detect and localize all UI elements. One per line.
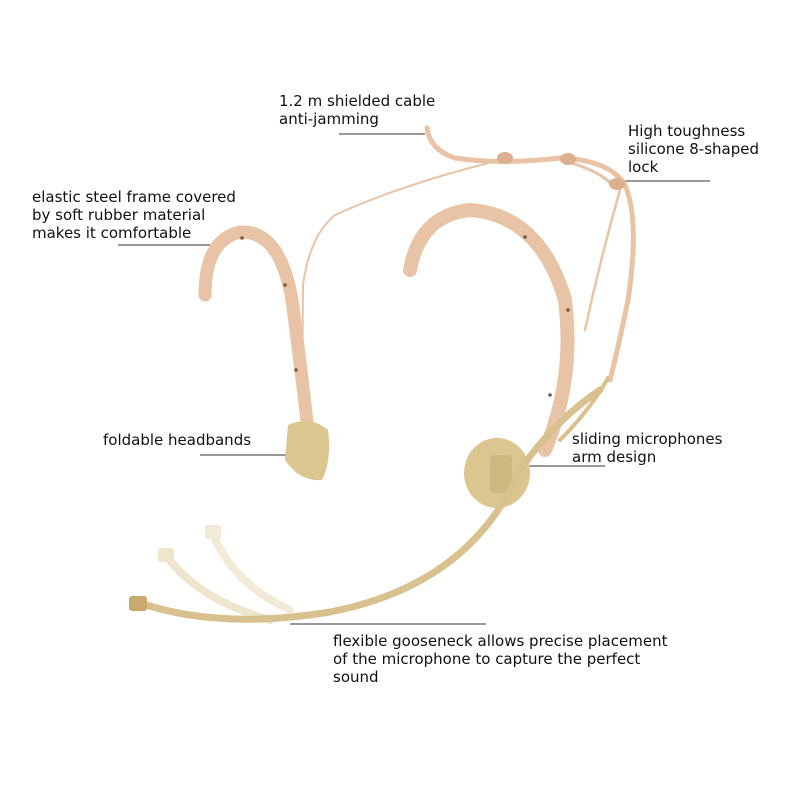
callout-slide-line-1: sliding microphones [572, 430, 723, 448]
cable [301, 125, 636, 431]
callout-frame-line-2: by soft rubber material [32, 206, 206, 224]
callout-frame-line-3: makes it comfortable [32, 224, 192, 242]
right-headband [403, 202, 575, 508]
callout-cable-line-1: 1.2 m shielded cable [279, 92, 436, 110]
callout-shielded-cable: 1.2 m shielded cable anti-jamming [279, 92, 435, 128]
callout-goose-line-2: of the microphone to capture the perfect [333, 650, 641, 668]
callout-cable-line-2: anti-jamming [279, 110, 379, 128]
callout-goose-line-1: flexible gooseneck allows precise placem… [333, 632, 668, 650]
callout-fold-line-1: foldable headbands [103, 431, 252, 449]
left-headband [198, 225, 330, 481]
callout-lock-line-2: silicone 8-shaped [628, 140, 759, 158]
callout-lock-line-3: lock [628, 158, 659, 176]
callout-slide-line-2: arm design [572, 448, 657, 466]
callout-silicone-lock: High toughness silicone 8-shaped lock [628, 122, 759, 176]
gooseneck-boom [129, 376, 610, 623]
callout-foldable-headbands: foldable headbands [103, 431, 251, 449]
callout-gooseneck: flexible gooseneck allows precise placem… [333, 632, 667, 686]
callout-steel-frame: elastic steel frame covered by soft rubb… [32, 188, 236, 242]
ghost-booms [158, 525, 294, 624]
callout-frame-line-1: elastic steel frame covered [32, 188, 236, 206]
callout-goose-line-3: sound [333, 668, 379, 686]
callout-lock-line-1: High toughness [628, 122, 746, 140]
callout-sliding-arm: sliding microphones arm design [572, 430, 722, 466]
silicone-lock [497, 152, 625, 190]
